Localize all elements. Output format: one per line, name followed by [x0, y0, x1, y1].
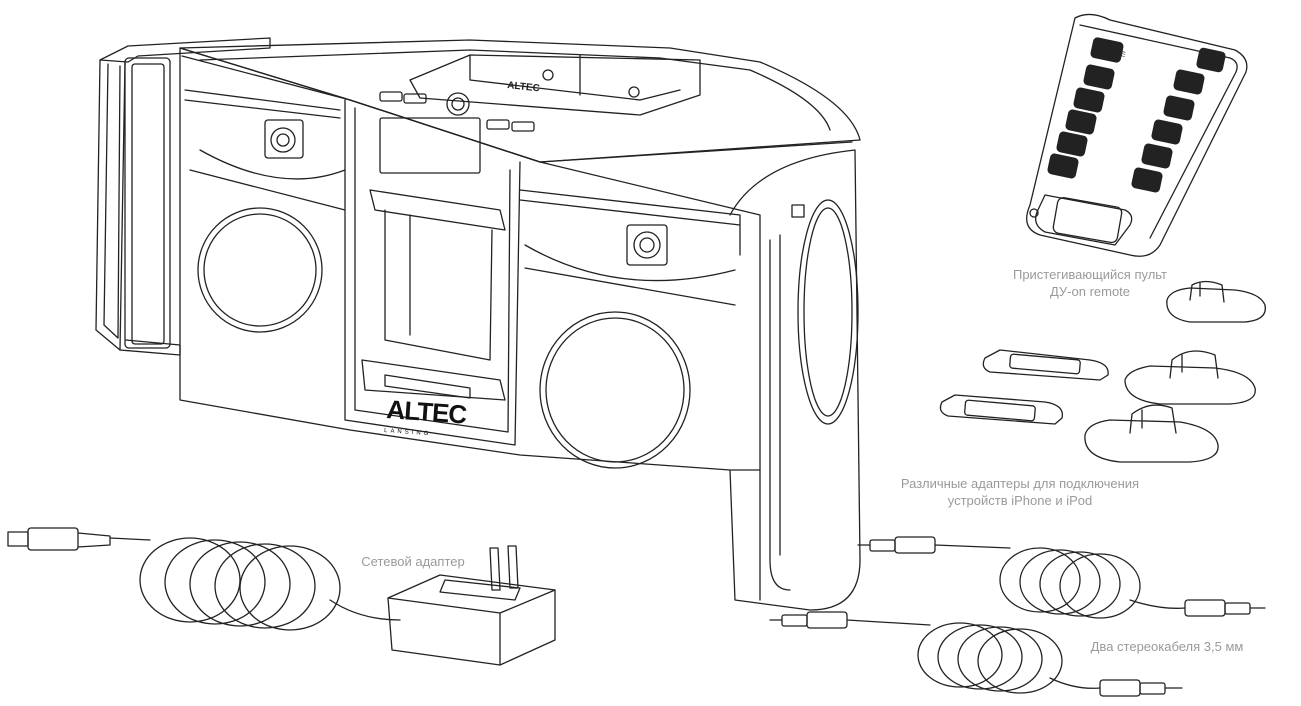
remote-control: SOURCE − + ⏮ ⏭ EQ ⏯ F1 F2 F3 F4	[1026, 13, 1248, 257]
adapter-brick	[387, 545, 556, 666]
right-woofer	[539, 311, 691, 469]
remote-f3-button	[1047, 153, 1079, 179]
left-woofer	[197, 207, 323, 333]
power-adapter-caption: Сетевой адаптер	[361, 554, 465, 569]
remote-caption: Пристегивающийся пульт ДУ-on remote	[940, 266, 1240, 300]
center-dock-column	[344, 54, 701, 446]
remote-play-label: ⏯	[1159, 129, 1167, 140]
remote-caption-line1: Пристегивающийся пульт	[1012, 267, 1168, 282]
remote-power-button	[1196, 47, 1226, 73]
control-button	[486, 119, 510, 130]
remote-eq-button	[1065, 109, 1097, 135]
adapters-caption-line2: устройств iPhone и iPod	[947, 493, 1093, 508]
front-panel	[179, 47, 761, 471]
remote-f4-button	[1131, 167, 1163, 193]
remote-eq-label: EQ	[1072, 119, 1087, 130]
plug-prong	[507, 545, 519, 589]
remote-next-button	[1163, 95, 1195, 121]
dock-adapter	[1166, 280, 1266, 323]
cables-caption: Два стереокабеля 3,5 мм	[1090, 639, 1244, 654]
logo-front-top: ALTEC	[386, 394, 469, 430]
remote-source-button	[1090, 37, 1124, 63]
control-button	[379, 91, 403, 102]
remote-next-label: ⏭	[1171, 104, 1180, 115]
control-button	[511, 121, 535, 132]
dc-plug	[7, 531, 29, 547]
left-tweeter	[189, 119, 346, 211]
logo-front-bottom: LANSING	[384, 428, 432, 437]
remote-minus-label: −	[1095, 70, 1102, 84]
remote-prev-label: ⏮	[1081, 96, 1090, 107]
carry-handle	[95, 37, 271, 356]
remote-play-button	[1151, 119, 1183, 145]
remote-f1-label: F1	[1063, 141, 1075, 152]
remote-minus-button	[1083, 64, 1115, 90]
remote-f2-label: F2	[1148, 153, 1160, 164]
coiled-cord	[139, 537, 341, 631]
remote-plus-label: +	[1184, 76, 1191, 90]
stereo-cable-2	[769, 611, 1183, 697]
speaker-dock-unit: ALTEC ALTEC LANSING	[95, 37, 861, 611]
remote-plus-button	[1173, 69, 1205, 95]
top-panel	[179, 39, 861, 163]
logo-top-small: ALTEC	[507, 80, 541, 94]
remote-f2-button	[1141, 143, 1173, 169]
right-tweeter	[524, 224, 736, 306]
dock-adapter-flat	[982, 349, 1109, 381]
remote-caption-line2: ДУ-on remote	[1049, 284, 1131, 299]
dock-adapters	[939, 280, 1266, 463]
display-window	[379, 117, 481, 174]
remote-f1-button	[1056, 131, 1088, 157]
dock-adapter	[1124, 350, 1256, 405]
power-knob	[446, 92, 470, 116]
adapters-caption: Различные адаптеры для подключения устро…	[855, 475, 1185, 509]
remote-prev-button	[1073, 87, 1105, 113]
adapters-caption-line1: Различные адаптеры для подключения	[900, 476, 1140, 491]
dock-adapter-flat	[939, 394, 1064, 425]
remote-f3-label: F3	[1054, 163, 1066, 174]
side-panel	[729, 149, 861, 611]
power-adapter	[7, 527, 556, 666]
remote-f4-label: F4	[1138, 177, 1150, 188]
stereo-cable-1	[857, 536, 1266, 619]
front-logo: ALTEC LANSING	[384, 394, 469, 437]
dock-adapter	[1084, 404, 1219, 463]
plug-prong	[489, 547, 501, 591]
